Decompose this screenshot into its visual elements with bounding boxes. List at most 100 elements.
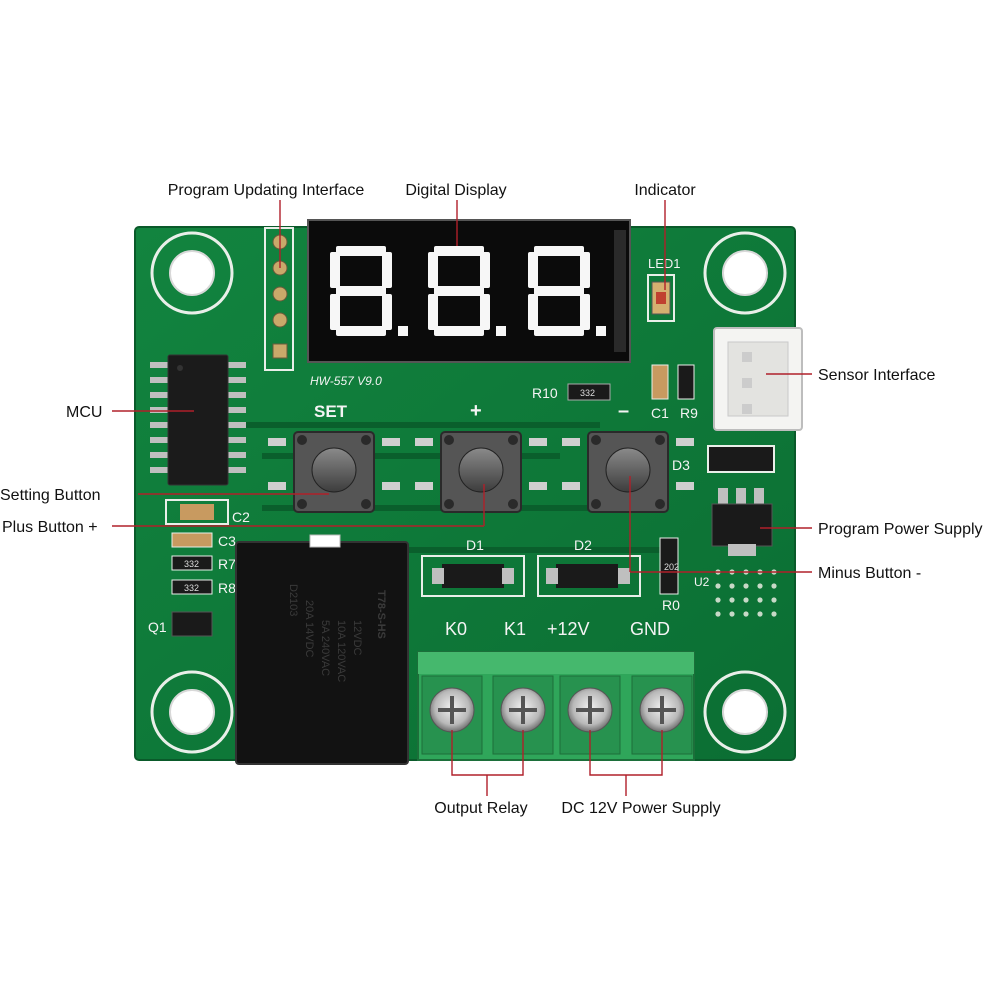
r8-label: R8 — [218, 580, 236, 596]
button-rivet — [508, 499, 518, 509]
push-buttons — [268, 431, 694, 513]
d2-label: D2 — [574, 537, 592, 553]
button-cap — [605, 447, 651, 493]
c3-label: C3 — [218, 533, 236, 549]
segment — [528, 252, 538, 288]
mcu-pin — [150, 392, 170, 398]
r0-resistor — [659, 537, 679, 595]
segment — [428, 252, 438, 288]
segment — [382, 252, 392, 288]
d2-body — [556, 564, 618, 588]
mcu-pin — [226, 407, 246, 413]
segment — [330, 294, 340, 330]
segment — [434, 286, 484, 296]
relay — [235, 534, 409, 765]
r10-resistor — [567, 383, 611, 401]
callout-minus-button: Minus Button - — [818, 565, 921, 582]
led-label: LED1 — [648, 256, 681, 271]
via — [743, 597, 749, 603]
via — [715, 597, 721, 603]
button-leg — [562, 438, 580, 446]
mounting-holes — [150, 231, 787, 754]
via — [715, 611, 721, 617]
button-leg — [562, 482, 580, 490]
r7-label: R7 — [218, 556, 236, 572]
u2-label: U2 — [694, 575, 710, 589]
r8-resistor — [171, 579, 213, 595]
via — [743, 611, 749, 617]
via — [729, 583, 735, 589]
callout-plus-button: Plus Button + — [2, 519, 98, 536]
button-leg — [382, 438, 400, 446]
leader-lines — [112, 200, 812, 796]
mcu-pin — [226, 452, 246, 458]
r7-code: 332 — [184, 559, 199, 569]
r10-code: 332 — [580, 388, 595, 398]
segment — [336, 286, 386, 296]
button-rivet — [444, 435, 454, 445]
segment — [534, 246, 584, 256]
mcu-pin — [226, 377, 246, 383]
button-rivet — [508, 435, 518, 445]
callout-output-relay: Output Relay — [434, 800, 527, 817]
button-leg — [268, 438, 286, 446]
relay-line-3: 5A 240VAC — [319, 620, 331, 676]
segment — [528, 294, 538, 330]
segment — [580, 252, 590, 288]
set-button[interactable] — [268, 431, 400, 513]
mcu-pin — [226, 467, 246, 473]
mcu-pin — [226, 437, 246, 443]
mcu-pin — [226, 362, 246, 368]
segment — [434, 246, 484, 256]
plus-button[interactable] — [415, 431, 547, 513]
segment — [534, 326, 584, 336]
decimal-point — [596, 326, 606, 336]
segment — [330, 252, 340, 288]
button-leg — [529, 438, 547, 446]
minus-label: – — [618, 400, 629, 422]
q1-transistor — [171, 611, 213, 637]
r0-label: R0 — [662, 597, 680, 613]
seven-segment-digits — [330, 246, 606, 336]
button-leg — [676, 438, 694, 446]
d1-body — [442, 564, 504, 588]
button-leg — [382, 482, 400, 490]
via — [771, 597, 777, 603]
via — [715, 583, 721, 589]
c2-body — [180, 504, 214, 520]
button-rivet — [444, 499, 454, 509]
relay-line-4: 20A 14VDC — [303, 600, 315, 658]
callout-setting-button: Setting Button — [0, 487, 101, 504]
d1-lead — [432, 568, 444, 584]
c1-capacitor — [651, 364, 669, 400]
button-rivet — [297, 435, 307, 445]
mcu-pin — [150, 422, 170, 428]
button-cap — [311, 447, 357, 493]
segment — [434, 326, 484, 336]
button-rivet — [655, 435, 665, 445]
d1-label: D1 — [466, 537, 484, 553]
via — [743, 583, 749, 589]
terminal-label: K0 — [445, 619, 467, 639]
button-rivet — [361, 499, 371, 509]
segment — [428, 294, 438, 330]
via — [757, 597, 763, 603]
d1-lead — [502, 568, 514, 584]
relay-markings: T78-S-HS 12VDC 10A 120VAC 5A 240VAC 20A … — [287, 584, 387, 682]
callout-sensor-interface: Sensor Interface — [818, 367, 936, 384]
button-cap — [458, 447, 504, 493]
set-label: SET — [314, 402, 348, 421]
power-regulator — [711, 488, 773, 556]
button-leg — [676, 482, 694, 490]
button-rivet — [591, 499, 601, 509]
indicator-led — [647, 274, 675, 322]
board-model-label: HW-557 V9.0 — [310, 374, 382, 388]
r7-resistor — [171, 555, 213, 571]
segment — [480, 252, 490, 288]
segment — [336, 326, 386, 336]
minus-button[interactable] — [562, 431, 694, 513]
r9-label: R9 — [680, 405, 698, 421]
callout-dc-power-supply: DC 12V Power Supply — [561, 800, 720, 817]
